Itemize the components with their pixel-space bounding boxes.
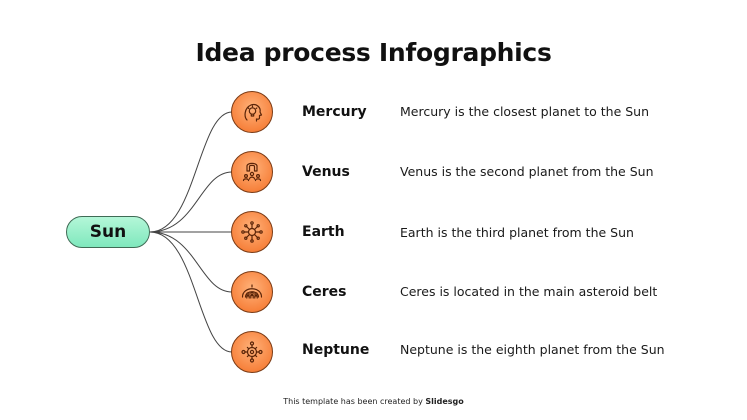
footer-brand: Slidesgo [425, 397, 464, 406]
footer-credit: This template has been created by Slides… [0, 397, 747, 406]
item-desc-mercury: Mercury is the closest planet to the Sun [400, 104, 650, 119]
magnet-people-icon [231, 151, 273, 193]
item-name-earth: Earth [302, 224, 345, 240]
root-node-label: Sun [89, 222, 127, 242]
item-name-mercury: Mercury [302, 104, 367, 120]
item-desc-earth: Earth is the third planet from the Sun [400, 225, 634, 240]
gauge-people-icon [231, 271, 273, 313]
connector-neptune [149, 231, 233, 353]
gear-cluster-icon [231, 331, 273, 373]
item-name-ceres: Ceres [302, 284, 347, 300]
item-name-venus: Venus [302, 164, 350, 180]
connector-ceres [149, 231, 233, 293]
head-lightbulb-icon [231, 91, 273, 133]
idea-network-icon [231, 211, 273, 253]
connector-mercury [149, 111, 233, 233]
item-desc-ceres: Ceres is located in the main asteroid be… [400, 284, 658, 299]
footer-prefix: This template has been created by [283, 397, 423, 406]
item-name-neptune: Neptune [302, 342, 370, 358]
root-node-sun: Sun [66, 216, 150, 248]
item-desc-neptune: Neptune is the eighth planet from the Su… [400, 342, 665, 357]
connector-venus [149, 171, 233, 233]
item-desc-venus: Venus is the second planet from the Sun [400, 164, 654, 179]
page-title: Idea process Infographics [195, 38, 552, 67]
